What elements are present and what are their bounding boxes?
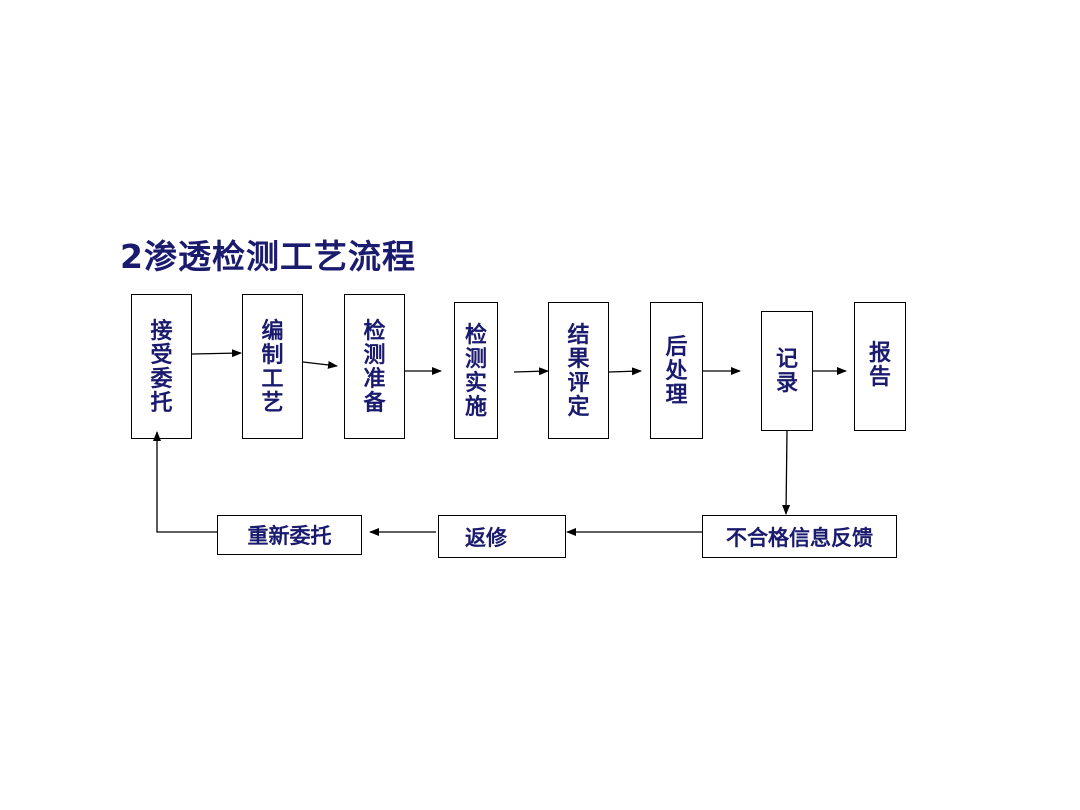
step-nonconformance-feedback: 不合格信息反馈 xyxy=(702,515,897,558)
step-inspection-prep: 检测准备 xyxy=(344,294,405,439)
arrow-eval-to-post xyxy=(608,367,642,376)
diagram-title: 2渗透检测工艺流程 xyxy=(120,237,416,276)
step-label: 报告 xyxy=(868,340,891,390)
step-repair: 返修 xyxy=(438,515,566,558)
step-result-eval: 结果评定 xyxy=(548,302,609,439)
step-post-process: 后处理 xyxy=(650,302,703,439)
arrow-accept-to-compile xyxy=(191,349,242,358)
step-label: 不合格信息反馈 xyxy=(726,524,873,550)
step-label: 编制工艺 xyxy=(261,317,284,416)
arrow-compile-to-prep xyxy=(302,360,338,369)
step-report: 报告 xyxy=(854,302,906,431)
step-label: 重新委托 xyxy=(247,523,332,548)
step-accept-commission: 接受委托 xyxy=(131,294,192,439)
step-label: 接受委托 xyxy=(150,317,173,416)
step-recommission: 重新委托 xyxy=(217,515,362,555)
step-label: 检测实施 xyxy=(464,321,487,420)
arrow-record-to-feedback xyxy=(782,430,791,515)
step-label: 记录 xyxy=(775,346,798,396)
step-label: 后处理 xyxy=(665,333,688,408)
step-record: 记录 xyxy=(761,311,813,431)
step-inspection-exec: 检测实施 xyxy=(454,302,498,439)
step-label: 结果评定 xyxy=(567,321,590,420)
step-label: 检测准备 xyxy=(363,317,386,416)
step-label: 返修 xyxy=(465,524,507,550)
step-compile-procedure: 编制工艺 xyxy=(242,294,303,439)
arrow-recommission-to-accept xyxy=(153,431,217,533)
arrow-exec-to-eval xyxy=(513,367,549,376)
